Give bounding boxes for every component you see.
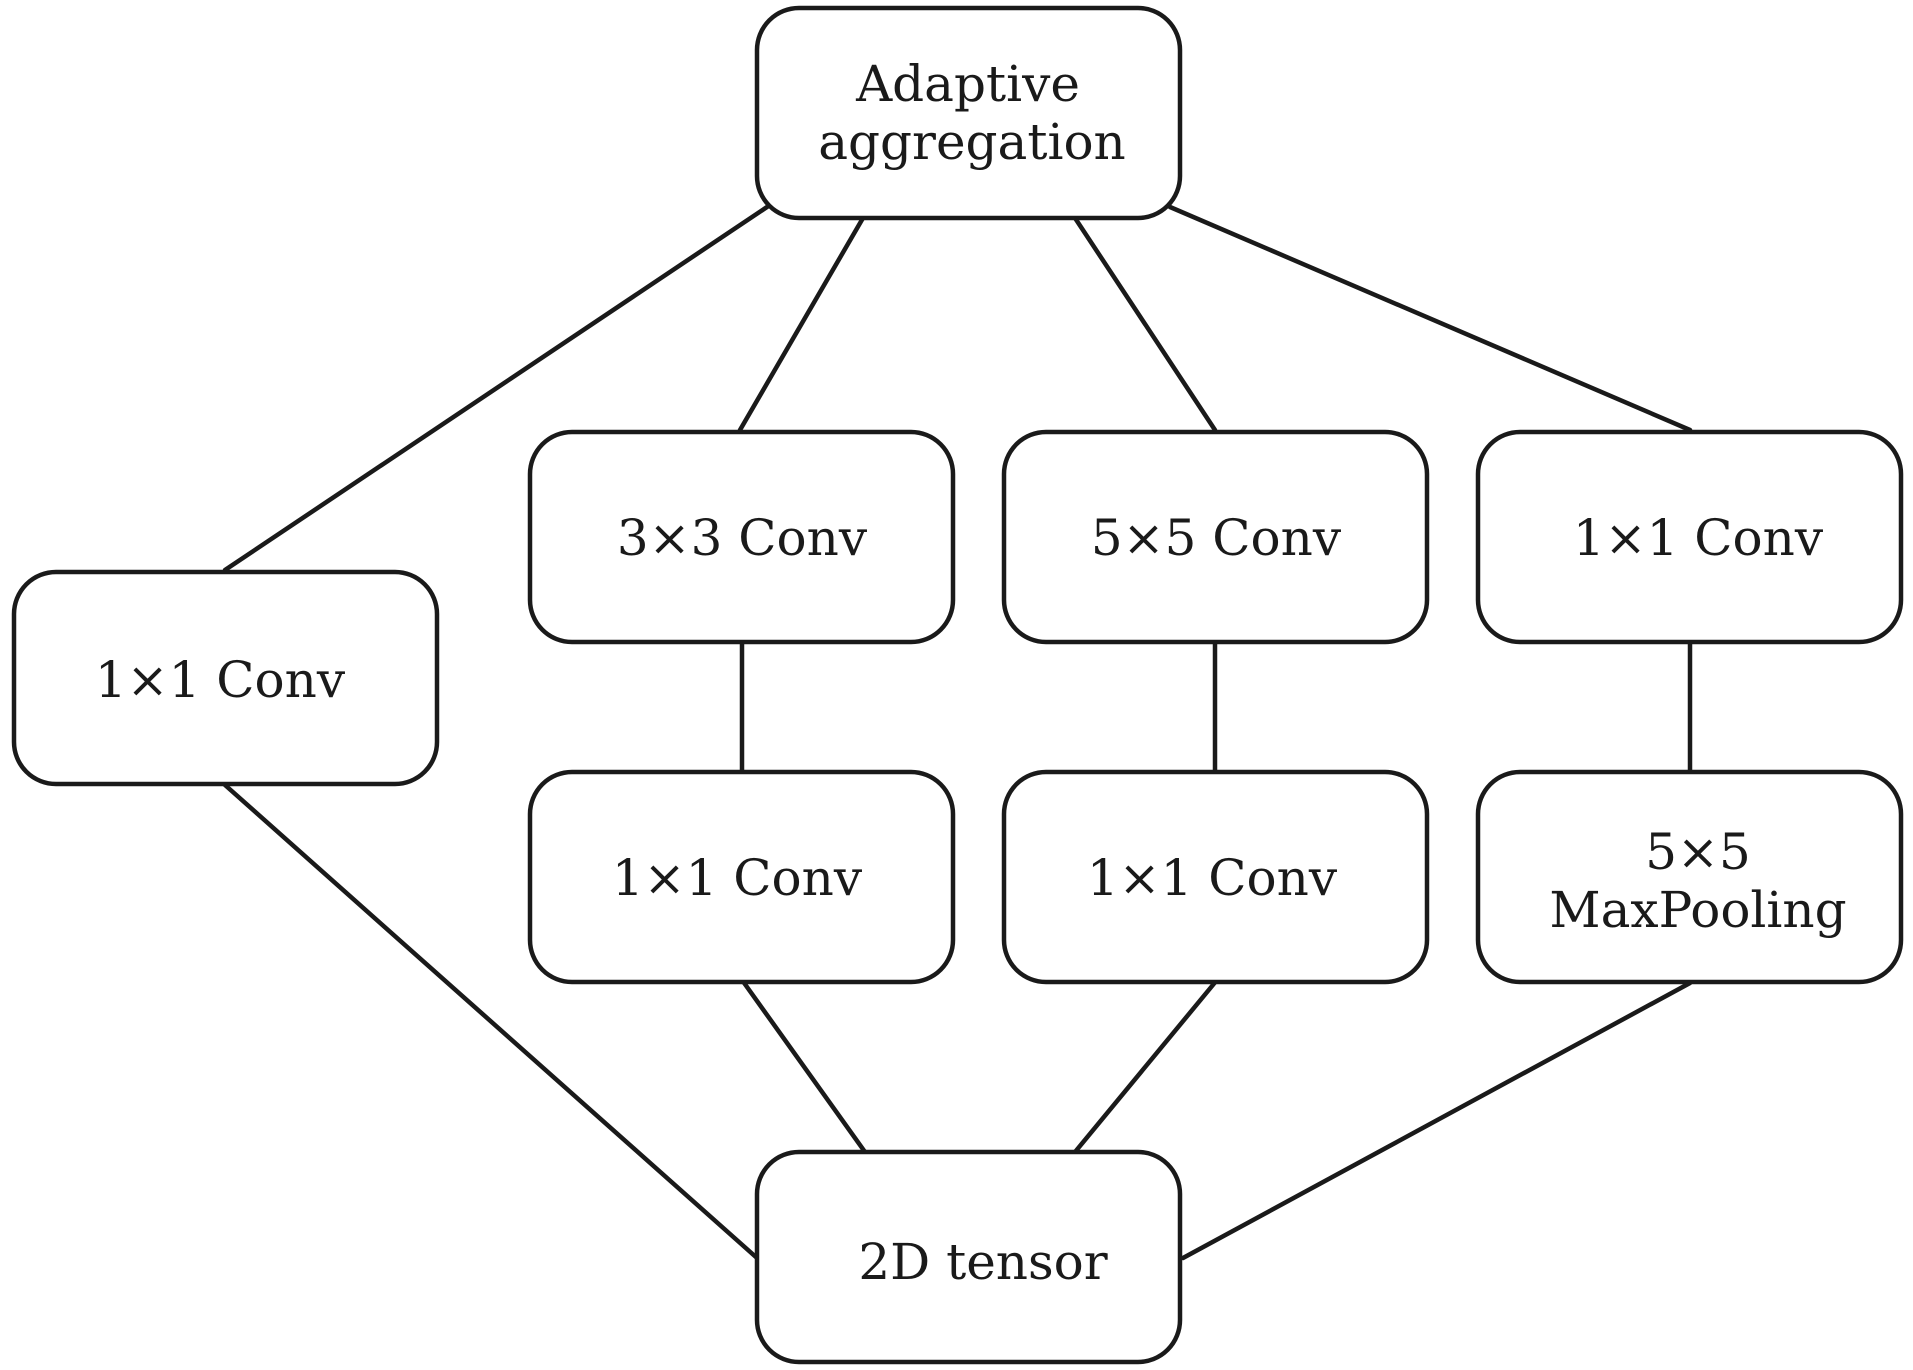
edges <box>222 202 1693 1261</box>
edge-aggregation-to-left-conv <box>222 202 773 573</box>
node-conv-3x3-label: 3×3 Conv <box>617 509 868 567</box>
node-adaptive-aggregation: Adaptive aggregation <box>754 5 1183 221</box>
edge-conv-1x1-b-to-tensor <box>1072 977 1220 1155</box>
edge-aggregation-to-conv-3x3 <box>737 215 866 433</box>
node-2d-tensor: 2D tensor <box>754 1149 1183 1365</box>
node-adaptive-aggregation-line1: Adaptive <box>855 55 1080 113</box>
node-right-conv-1x1-label: 1×1 Conv <box>1573 509 1824 567</box>
edge-left-conv-to-tensor <box>222 782 760 1261</box>
node-conv-3x3: 3×3 Conv <box>527 429 956 645</box>
node-left-conv-1x1: 1×1 Conv <box>11 569 440 787</box>
node-conv-5x5: 5×5 Conv <box>1001 429 1430 645</box>
node-2d-tensor-label: 2D tensor <box>858 1233 1107 1291</box>
edge-conv-1x1-a-to-tensor <box>739 977 868 1155</box>
node-adaptive-aggregation-line2: aggregation <box>818 113 1126 171</box>
node-maxpool-5x5-line1: 5×5 <box>1645 823 1751 881</box>
node-conv-1x1-under-5x5-label: 1×1 Conv <box>1087 849 1338 907</box>
node-conv-5x5-label: 5×5 Conv <box>1091 509 1342 567</box>
edge-aggregation-to-conv-5x5 <box>1072 215 1218 433</box>
node-left-conv-1x1-label: 1×1 Conv <box>95 651 346 709</box>
node-conv-1x1-under-3x3: 1×1 Conv <box>527 769 956 985</box>
node-conv-1x1-under-5x5: 1×1 Conv <box>1001 769 1430 985</box>
node-maxpool-5x5-line2: MaxPooling <box>1549 881 1846 939</box>
edge-aggregation-to-right-conv <box>1167 204 1693 433</box>
node-conv-1x1-under-3x3-label: 1×1 Conv <box>612 849 863 907</box>
node-maxpool-5x5: 5×5 MaxPooling <box>1475 769 1904 985</box>
edge-maxpool-to-tensor <box>1180 980 1693 1261</box>
node-right-conv-1x1: 1×1 Conv <box>1475 429 1904 645</box>
